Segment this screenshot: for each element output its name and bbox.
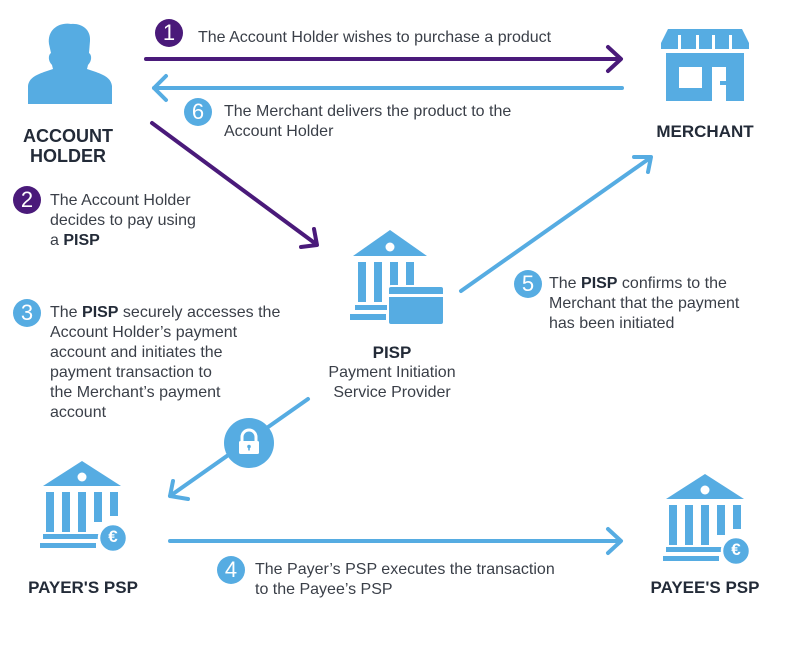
arrow-step-6 [152,74,624,102]
payee-psp-label: PAYEE'S PSP [650,578,760,597]
bank-euro-icon [663,474,751,565]
step-5-line1: The PISP confirms to the [549,274,739,294]
account-holder-label-line2: HOLDER [30,146,106,166]
payer-psp-label: PAYER'S PSP [28,578,138,597]
payer-euro-badge: € [108,527,118,546]
step-4-badge: 4 [217,556,245,584]
step-5-line2: Merchant that the payment [549,295,740,312]
account-holder-label: ACCOUNT HOLDER [8,126,128,166]
step-5-pisp-bold: PISP [581,275,618,292]
step-1-badge: 1 [155,19,183,47]
step-4-text: The Payer’s PSP executes the transaction… [255,560,555,600]
step-3-pisp-bold: PISP [82,304,119,321]
step-2-text: The Account Holder decides to pay using … [50,191,196,251]
step-3-line1-post: securely accesses the [118,304,281,321]
step-3-line2: Account Holder’s payment [50,324,238,341]
step-5-line3: has been initiated [549,315,675,332]
arrow-step-5 [459,155,653,293]
lock-badge [224,418,274,468]
step-6-line2: Account Holder [224,123,334,140]
step-6-badge: 6 [184,98,212,126]
step-5-badge: 5 [514,270,542,298]
step-5-line1-post: confirms to the [617,275,727,292]
step-5-line1-pre: The [549,275,582,292]
store-icon [661,29,749,101]
step-3-line3: account and initiates the [50,344,223,361]
bank-euro-icon [40,461,128,552]
step-2-line3-text: a [50,232,64,249]
step-3-line4: payment transaction to [50,364,212,381]
lock-icon [239,428,259,454]
pisp-subtitle-line2: Service Provider [333,384,451,401]
merchant-label: MERCHANT [656,122,754,141]
step-2-line2: decides to pay using [50,212,196,229]
arrow-step-1 [144,45,623,73]
arrow-step-4 [168,527,623,555]
step-2-line3: a PISP [50,231,196,251]
pisp-label-block: PISP Payment Initiation Service Provider [300,343,484,403]
step-6-text: The Merchant delivers the product to the… [224,102,511,142]
step-2-pisp-bold: PISP [63,232,100,249]
account-holder-label-line1: ACCOUNT [23,126,113,146]
step-3-badge: 3 [13,299,41,327]
step-5-text: The PISP confirms to the Merchant that t… [549,274,739,334]
bank-card-icon [350,230,445,326]
payee-euro-badge: € [731,540,741,559]
step-3-line1-pre: The [50,304,83,321]
step-4-line2: to the Payee’s PSP [255,581,393,598]
pisp-label: PISP [372,343,412,362]
arrow-step-2 [150,121,319,249]
step-2-line1: The Account Holder [50,192,191,209]
step-3-text: The PISP securely accesses the Account H… [50,303,280,423]
step-1-text: The Account Holder wishes to purchase a … [198,29,552,46]
step-6-line1: The Merchant delivers the product to the [224,103,512,120]
pisp-subtitle-line1: Payment Initiation [328,364,456,381]
step-4-line1: The Payer’s PSP executes the transaction [255,561,555,578]
step-3-line1: The PISP securely accesses the [50,303,280,323]
step-3-line6: account [50,404,107,421]
user-icon [28,23,112,104]
step-2-badge: 2 [13,186,41,214]
step-3-line5: the Merchant’s payment [50,384,221,401]
